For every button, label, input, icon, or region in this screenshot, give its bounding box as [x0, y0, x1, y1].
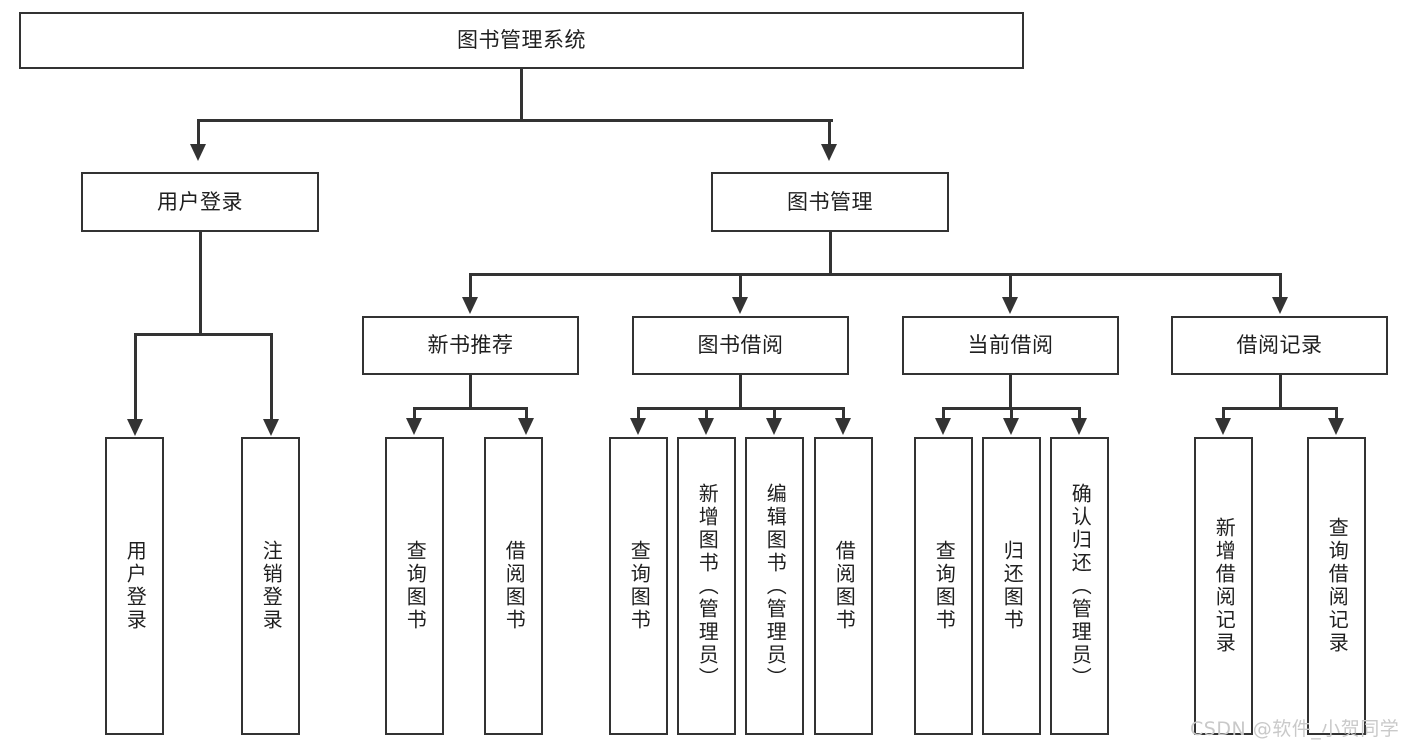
arrow-to-leaf-bb-borrow: [835, 418, 851, 435]
edge-book-manage-drop-3: [1009, 273, 1012, 298]
arrow-to-leaf-bb-query: [630, 418, 646, 435]
leaf-br-add-record[interactable]: 新增借阅记录: [1194, 437, 1253, 735]
edge-bb-drop-4: [842, 407, 845, 419]
leaf-bb-borrow-book[interactable]: 借阅图书: [814, 437, 873, 735]
leaf-bb-edit-book[interactable]: 编辑图书（管理员）: [745, 437, 804, 735]
arrow-to-leaf-bb-edit: [766, 418, 782, 435]
arrow-to-leaf-br-query: [1328, 418, 1344, 435]
leaf-bb-edit-book-label: 编辑图书（管理员）: [763, 482, 788, 690]
edge-root-drop-right: [828, 119, 831, 145]
leaf-logout-label: 注销登录: [259, 540, 284, 632]
edge-new-book-bus: [413, 407, 527, 410]
edge-br-drop-1: [1222, 407, 1225, 419]
arrow-to-leaf-cb-return: [1003, 418, 1019, 435]
leaf-cb-query-book[interactable]: 查询图书: [914, 437, 973, 735]
node-borrow-record-label: 借阅记录: [1236, 333, 1323, 358]
edge-user-login-drop-1: [134, 333, 137, 420]
arrow-to-leaf-br-add: [1215, 418, 1231, 435]
edge-user-login-stem: [199, 232, 202, 335]
edge-user-login-drop-2: [270, 333, 273, 420]
edge-book-manage-bus: [469, 273, 1281, 276]
edge-book-borrow-bus: [637, 407, 844, 410]
edge-bb-drop-2: [705, 407, 708, 419]
arrow-to-book-manage: [821, 144, 837, 161]
edge-new-book-drop-2: [525, 407, 528, 419]
leaf-bb-query-book[interactable]: 查询图书: [609, 437, 668, 735]
arrow-to-leaf-user-login: [127, 419, 143, 436]
edge-cb-drop-1: [942, 407, 945, 419]
node-borrow-record[interactable]: 借阅记录: [1171, 316, 1388, 375]
leaf-br-query-record-label: 查询借阅记录: [1325, 517, 1350, 655]
arrow-to-user-login: [190, 144, 206, 161]
edge-cb-drop-3: [1078, 407, 1081, 419]
leaf-cb-confirm-return-label: 确认归还（管理员）: [1068, 482, 1093, 690]
arrow-to-leaf-nb-query: [406, 418, 422, 435]
edge-book-manage-drop-2: [739, 273, 742, 298]
arrow-to-leaf-cb-query: [935, 418, 951, 435]
arrow-to-new-book: [462, 297, 478, 314]
edge-br-drop-2: [1335, 407, 1338, 419]
leaf-bb-add-book-label: 新增图书（管理员）: [695, 482, 720, 690]
edge-new-book-stem: [469, 375, 472, 409]
node-book-manage-label: 图书管理: [787, 189, 873, 214]
node-user-login-label: 用户登录: [157, 189, 243, 214]
leaf-bb-query-book-label: 查询图书: [627, 540, 652, 632]
arrow-to-borrow-record: [1272, 297, 1288, 314]
edge-new-book-drop-1: [413, 407, 416, 419]
node-new-book[interactable]: 新书推荐: [362, 316, 579, 375]
arrow-to-leaf-nb-borrow: [518, 418, 534, 435]
edge-cb-drop-2: [1010, 407, 1013, 419]
node-new-book-label: 新书推荐: [427, 333, 514, 358]
edge-bb-drop-1: [637, 407, 640, 419]
edge-user-login-bus: [134, 333, 271, 336]
leaf-cb-confirm-return[interactable]: 确认归还（管理员）: [1050, 437, 1109, 735]
leaf-cb-query-book-label: 查询图书: [932, 540, 957, 632]
csdn-watermark: CSDN @软件_小贺同学: [1190, 718, 1400, 740]
leaf-br-query-record[interactable]: 查询借阅记录: [1307, 437, 1366, 735]
edge-root-stem: [520, 69, 523, 120]
edge-current-borrow-stem: [1009, 375, 1012, 409]
leaf-bb-add-book[interactable]: 新增图书（管理员）: [677, 437, 736, 735]
leaf-nb-query-book-label: 查询图书: [403, 540, 428, 632]
leaf-bb-borrow-book-label: 借阅图书: [832, 540, 857, 632]
edge-book-manage-drop-1: [469, 273, 472, 298]
edge-borrow-record-stem: [1279, 375, 1282, 409]
node-current-borrow-label: 当前借阅: [967, 333, 1054, 358]
leaf-cb-return-book[interactable]: 归还图书: [982, 437, 1041, 735]
arrow-to-leaf-logout: [263, 419, 279, 436]
edge-book-manage-drop-4: [1279, 273, 1282, 298]
leaf-logout[interactable]: 注销登录: [241, 437, 300, 735]
leaf-user-login[interactable]: 用户登录: [105, 437, 164, 735]
leaf-nb-borrow-book-label: 借阅图书: [502, 540, 527, 632]
leaf-nb-query-book[interactable]: 查询图书: [385, 437, 444, 735]
edge-bb-drop-3: [773, 407, 776, 419]
leaf-cb-return-book-label: 归还图书: [1000, 540, 1025, 632]
arrow-to-leaf-bb-add: [698, 418, 714, 435]
edge-book-manage-stem: [829, 232, 832, 275]
arrow-to-book-borrow: [732, 297, 748, 314]
edge-borrow-record-bus: [1222, 407, 1337, 410]
arrow-to-current-borrow: [1002, 297, 1018, 314]
node-root-label: 图书管理系统: [457, 28, 586, 53]
edge-book-borrow-stem: [739, 375, 742, 409]
leaf-br-add-record-label: 新增借阅记录: [1212, 517, 1237, 655]
node-book-borrow-label: 图书借阅: [697, 333, 784, 358]
edge-root-bus: [197, 119, 833, 122]
node-current-borrow[interactable]: 当前借阅: [902, 316, 1119, 375]
arrow-to-leaf-cb-confirm: [1071, 418, 1087, 435]
node-root[interactable]: 图书管理系统: [19, 12, 1024, 69]
leaf-nb-borrow-book[interactable]: 借阅图书: [484, 437, 543, 735]
node-user-login[interactable]: 用户登录: [81, 172, 319, 232]
leaf-user-login-label: 用户登录: [123, 540, 148, 632]
edge-root-drop-left: [197, 119, 200, 145]
node-book-borrow[interactable]: 图书借阅: [632, 316, 849, 375]
node-book-manage[interactable]: 图书管理: [711, 172, 949, 232]
